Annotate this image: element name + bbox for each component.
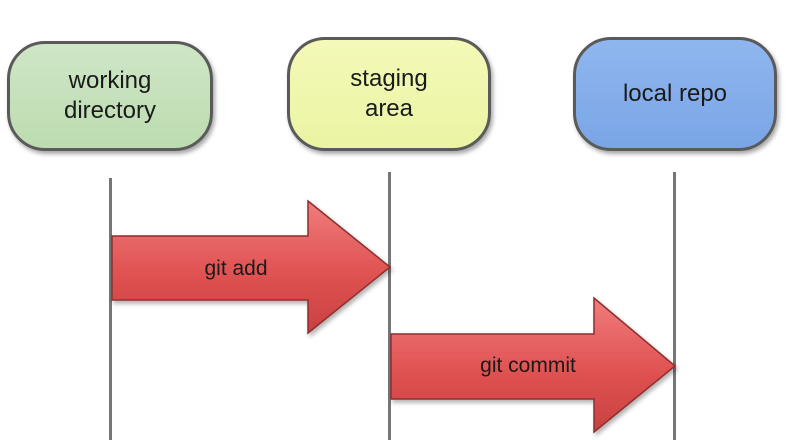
git-commit-label: git commit bbox=[480, 354, 576, 377]
local-repo-lifeline bbox=[673, 172, 676, 440]
staging-area-lifeline bbox=[388, 172, 391, 440]
git-add-arrow bbox=[111, 199, 392, 335]
git-add-label: git add bbox=[204, 257, 268, 280]
working-directory-node: working directory bbox=[7, 41, 213, 151]
local-repo-node: local repo bbox=[573, 37, 777, 151]
staging-area-label: staging area bbox=[350, 65, 428, 122]
working-directory-label: working directory bbox=[63, 67, 157, 124]
working-directory-lifeline bbox=[109, 178, 112, 440]
local-repo-label: local repo bbox=[622, 80, 728, 107]
git-commit-arrow bbox=[390, 296, 677, 434]
staging-area-node: staging area bbox=[287, 37, 491, 151]
